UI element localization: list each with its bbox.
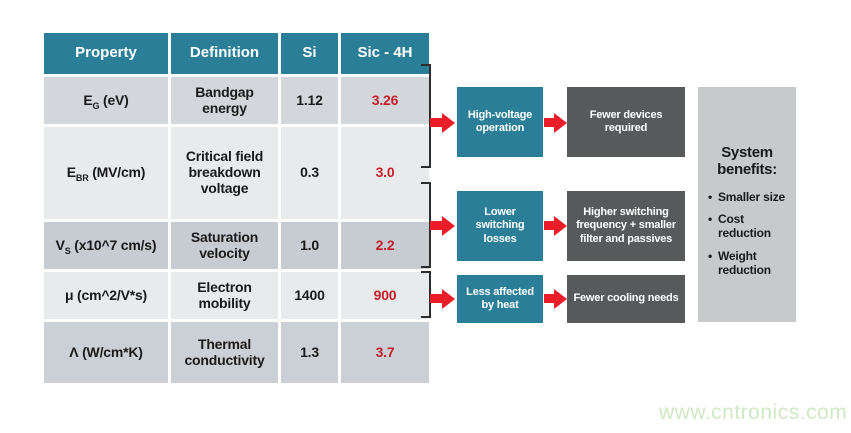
property-label: Λ (W/cm*K)	[44, 322, 168, 383]
arrow-right-icon	[544, 112, 567, 133]
effect-box-fewer-devices: Fewer devices required	[567, 87, 685, 157]
sic-value: 3.26	[341, 77, 429, 124]
arrow-right-icon	[430, 215, 455, 236]
cause-box-high-voltage: High-voltage operation	[457, 87, 543, 157]
properties-table: Property Definition Si Sic - 4H EG (eV) …	[44, 33, 429, 383]
definition-cell: Saturation velocity	[171, 222, 278, 269]
arrow-right-icon	[430, 288, 455, 309]
arrow-right-icon	[544, 215, 567, 236]
sic-value: 900	[341, 272, 429, 319]
system-benefits-list: Smaller size Cost reduction Weight reduc…	[708, 190, 788, 278]
sic-value: 2.2	[341, 222, 429, 269]
sic-value: 3.7	[341, 322, 429, 383]
cause-box-heat: Less affected by heat	[457, 275, 543, 323]
si-value: 1.0	[281, 222, 338, 269]
si-value: 1.3	[281, 322, 338, 383]
effect-box-higher-frequency: Higher switching frequency + smaller fil…	[567, 191, 685, 261]
column-header-sic-4h: Sic - 4H	[341, 33, 429, 74]
property-label: μ (cm^2/V*s)	[44, 272, 168, 319]
arrow-right-icon	[544, 288, 567, 309]
watermark-text: www.cntronics.com	[659, 401, 848, 424]
cause-box-switching-loss: Lower switching losses	[457, 191, 543, 261]
definition-cell: Electron mobility	[171, 272, 278, 319]
system-benefits-panel: System benefits: Smaller size Cost reduc…	[698, 87, 796, 322]
property-label: EBR (MV/cm)	[44, 127, 168, 219]
property-label: VS (x10^7 cm/s)	[44, 222, 168, 269]
system-benefits-title: System benefits:	[717, 144, 777, 179]
definition-cell: Bandgap energy	[171, 77, 278, 124]
si-value: 1.12	[281, 77, 338, 124]
column-header-definition: Definition	[171, 33, 278, 74]
column-header-property: Property	[44, 33, 168, 74]
sic-value: 3.0	[341, 127, 429, 219]
si-value: 0.3	[281, 127, 338, 219]
arrow-right-icon	[430, 112, 455, 133]
definition-cell: Critical field breakdown voltage	[171, 127, 278, 219]
si-value: 1400	[281, 272, 338, 319]
column-header-si: Si	[281, 33, 338, 74]
benefit-item: Weight reduction	[708, 249, 788, 278]
benefit-item: Smaller size	[708, 190, 788, 205]
property-label: EG (eV)	[44, 77, 168, 124]
row-group-bracket	[421, 64, 431, 168]
effect-box-fewer-cooling: Fewer cooling needs	[567, 275, 685, 323]
definition-cell: Thermal conductivity	[171, 322, 278, 383]
benefit-item: Cost reduction	[708, 212, 788, 241]
